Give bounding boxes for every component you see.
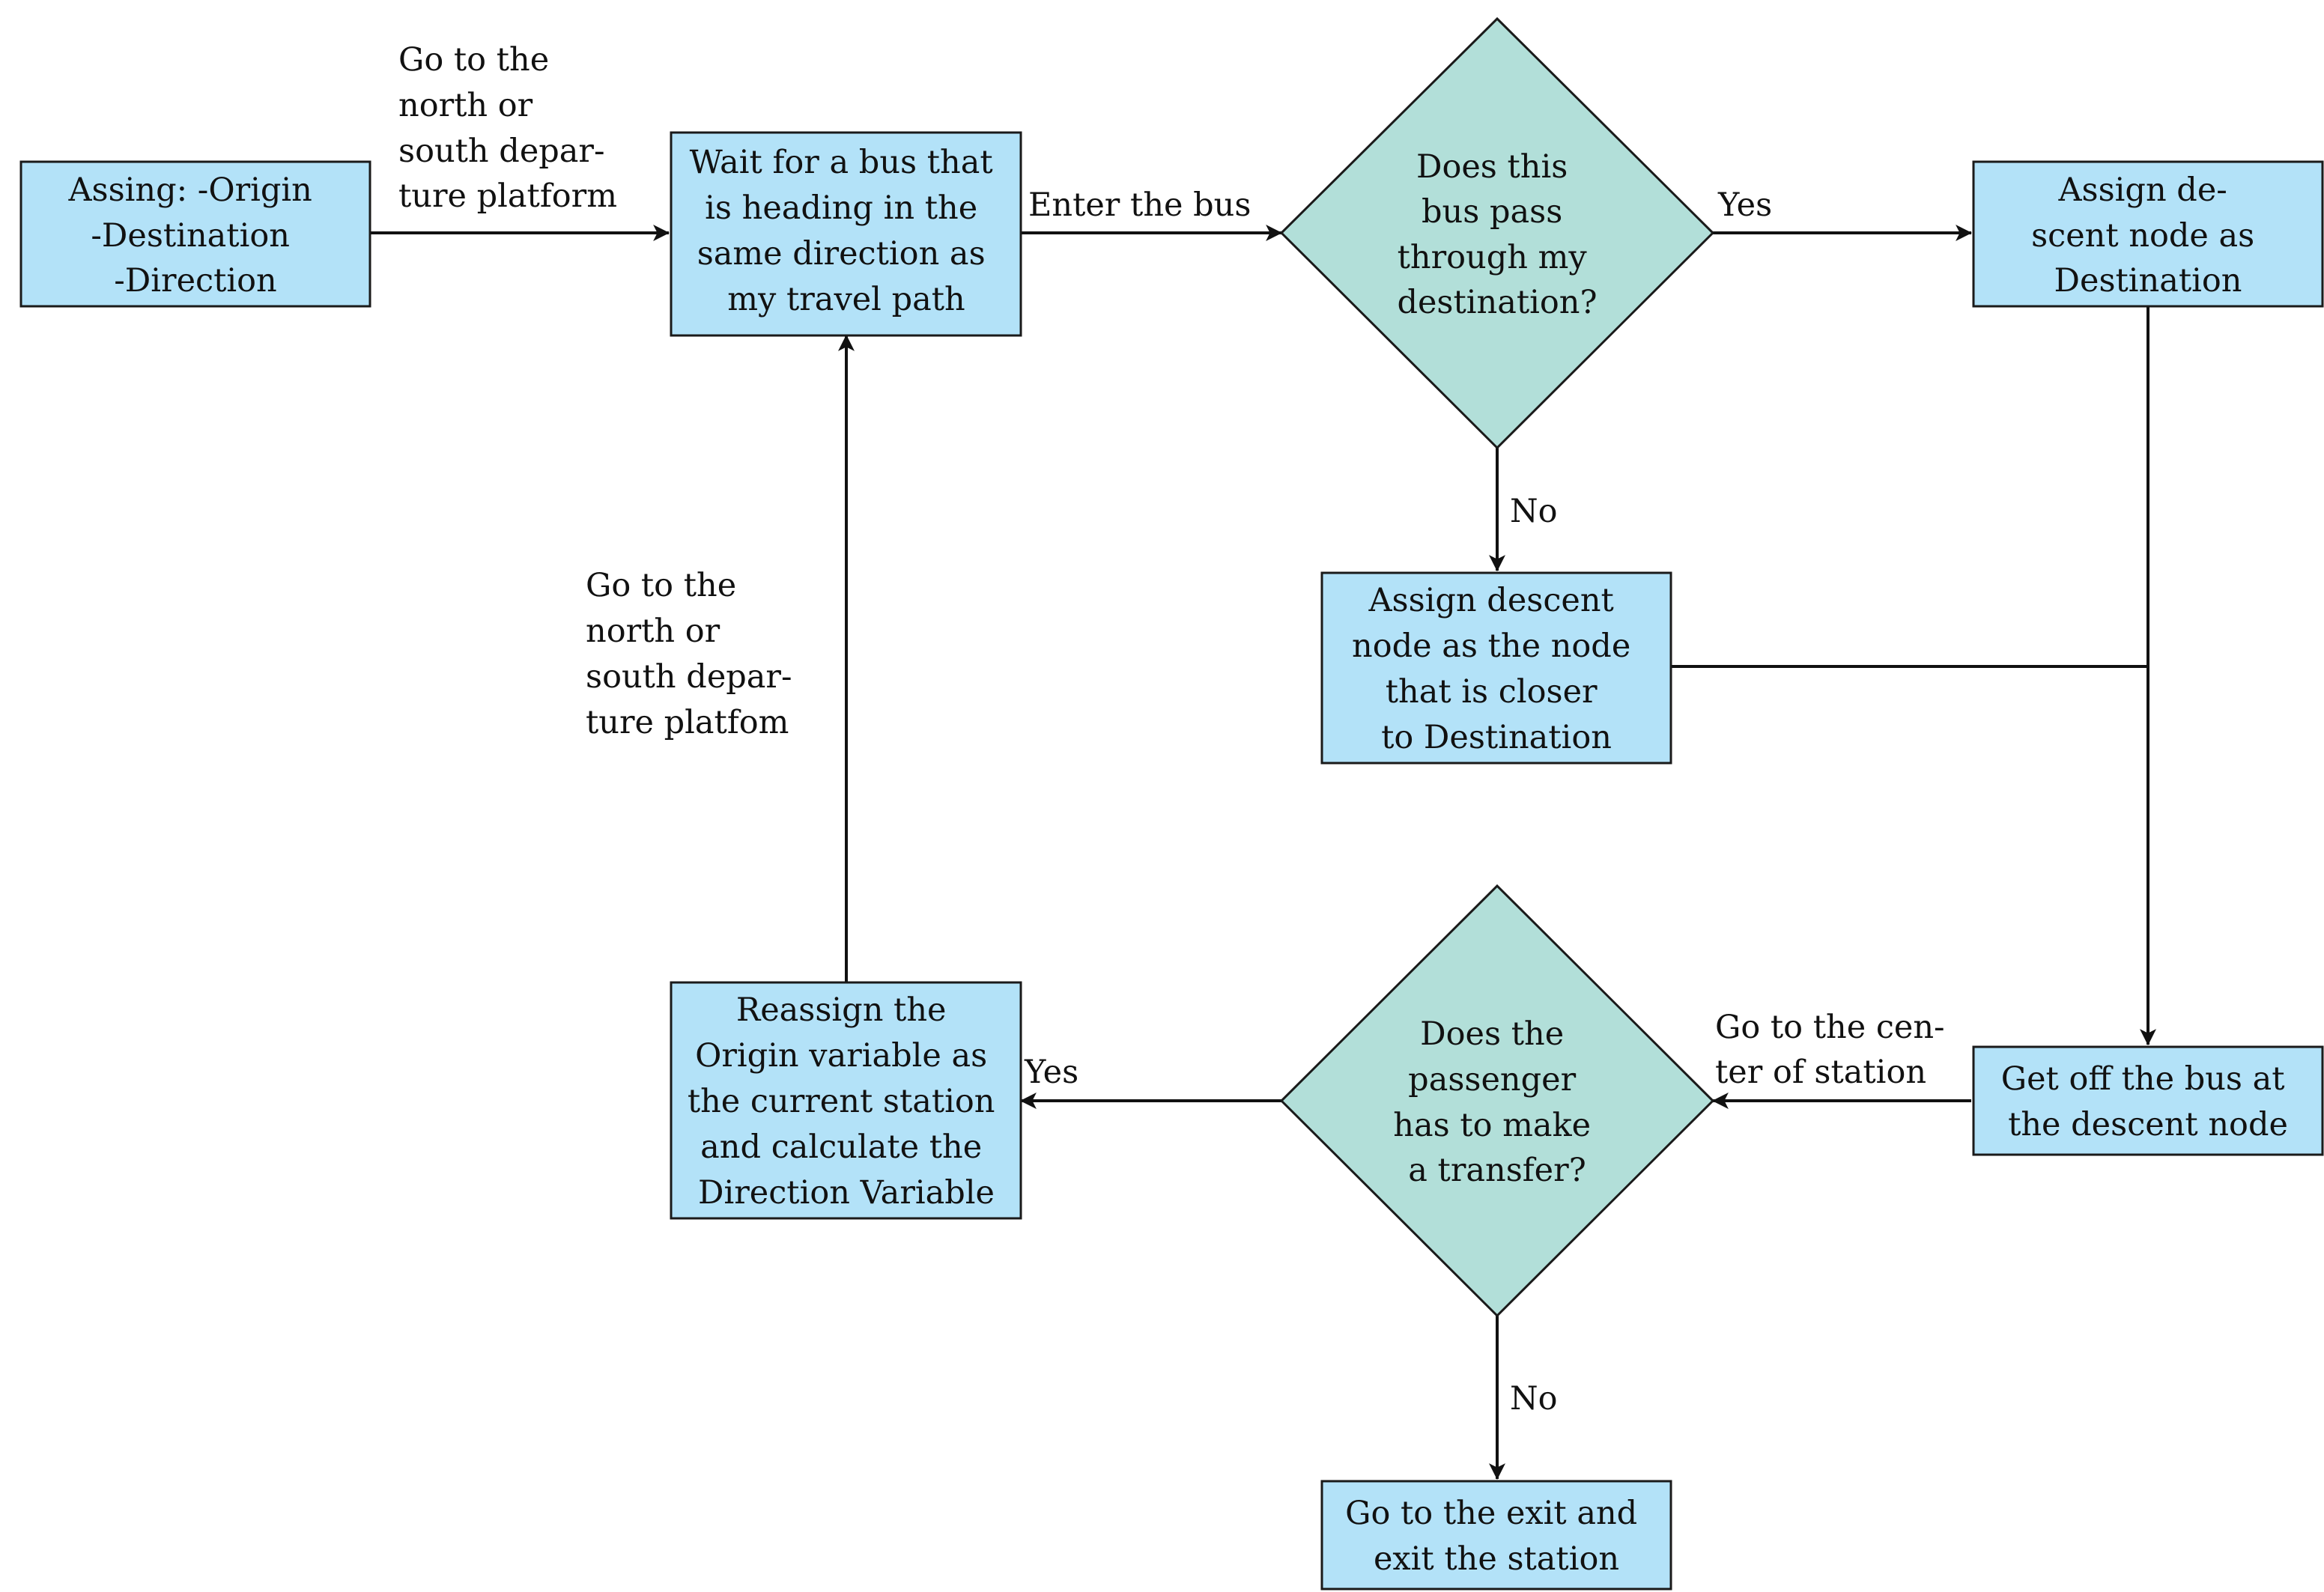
label-transfer-yes: Yes [1024,1054,1078,1091]
process-assign-closer: Assign descent node as the node that is … [1320,571,1672,765]
process-get-off: Get off the bus at the descent node [1972,1045,2324,1156]
assign-start-text: Assing: -Origin -Destination -Direction [67,171,322,300]
label-decision-no: No [1510,493,1558,530]
process-exit-station: Go to the exit and exit the station [1320,1480,1672,1591]
label-enter-bus: Enter the bus [1028,186,1251,224]
label-start-to-wait: Go to the north or south depar- ture pla… [398,41,617,215]
process-assign-destination: Assign de- scent node as Destination [1972,160,2324,308]
assign-closer-text: Assign descent node as the node that is … [1352,582,1641,756]
edges [370,225,2156,1480]
decision-destination-text: Does this bus pass through my destinatio… [1397,148,1597,321]
label-decision-yes: Yes [1717,186,1772,224]
label-getoff-to-transfer: Go to the cen- ter of station [1715,1009,1955,1091]
label-transfer-no: No [1510,1380,1558,1418]
process-wait-bus: Wait for a bus that is heading in the sa… [670,131,1022,337]
assign-destination-text: Assign de- scent node as Destination [2031,171,2265,300]
process-assign-start: Assing: -Origin -Destination -Direction [19,160,371,308]
reassign-origin-text: Reassign the Origin variable as the curr… [688,991,1005,1212]
decision-transfer-text: Does the passenger has to make a transfe… [1393,1015,1601,1189]
exit-station-text: Go to the exit and exit the station [1345,1495,1648,1578]
process-reassign-origin: Reassign the Origin variable as the curr… [670,981,1022,1220]
decision-transfer: Does the passenger has to make a transfe… [1279,884,1715,1318]
decision-destination: Does this bus pass through my destinatio… [1279,16,1715,450]
label-reassign-to-wait: Go to the north or south depar- ture pla… [586,567,802,741]
get-off-text: Get off the bus at the descent node [2001,1060,2295,1143]
wait-bus-text: Wait for a bus that is heading in the sa… [690,144,1004,318]
